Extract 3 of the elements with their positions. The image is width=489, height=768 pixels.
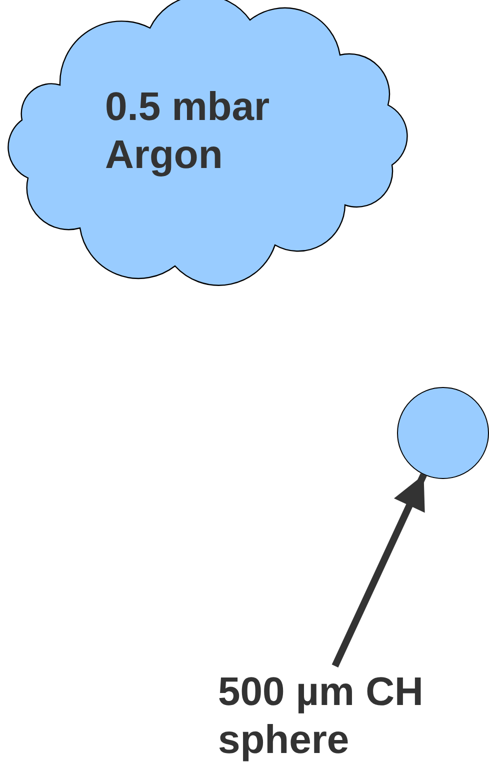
cloud-label: 0.5 mbar Argon <box>105 84 271 179</box>
callout-text: 500 µm CH sphere <box>218 668 468 768</box>
arrow <box>332 473 427 668</box>
